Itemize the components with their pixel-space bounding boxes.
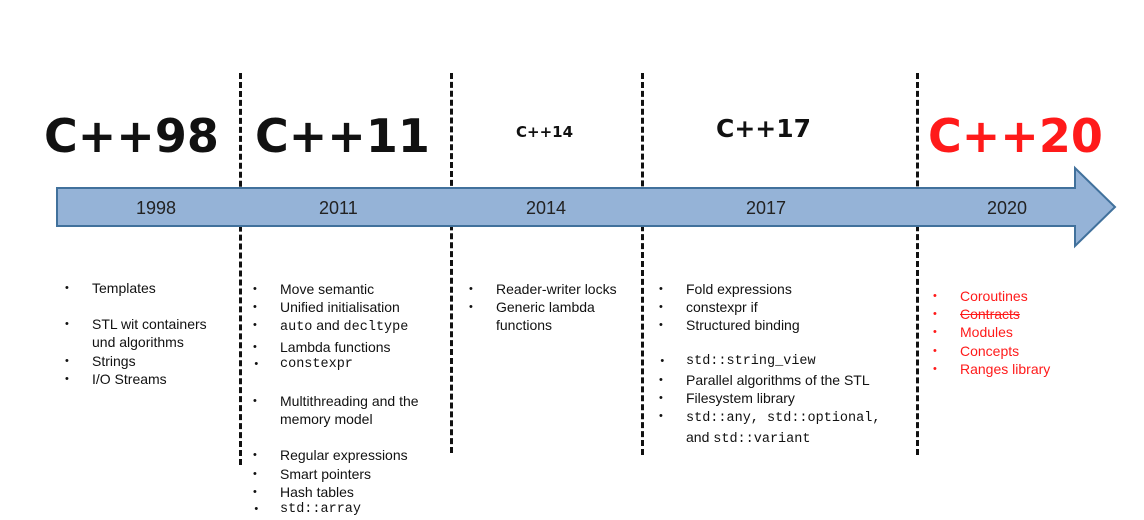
feature-item: Unified initialisation xyxy=(250,298,445,316)
feature-text: and xyxy=(316,317,340,334)
separator-2011-2014 xyxy=(450,73,453,453)
feature-item: Ranges library xyxy=(930,360,1110,378)
feature-item: Modules xyxy=(930,323,1110,341)
feature-item-struck: Contracts xyxy=(930,305,1110,323)
feature-text: Multithreading and the xyxy=(280,393,419,410)
feature-code: std::variant xyxy=(713,432,811,448)
era-title-cpp11: C++11 xyxy=(255,109,430,163)
feature-item: std::string_view xyxy=(656,353,911,371)
era-title-cpp20: C++20 xyxy=(928,109,1103,163)
feature-item: I/O Streams xyxy=(62,370,237,388)
feature-item: constexpr xyxy=(250,356,445,374)
separator-2014-2017 xyxy=(641,73,644,455)
feature-code: std::any, std::optional, xyxy=(686,411,881,427)
features-cpp14: Reader-writer locks Generic lambdafuncti… xyxy=(466,280,638,335)
feature-code: decltype xyxy=(343,320,409,336)
year-label-2014: 2014 xyxy=(526,198,567,218)
feature-item: Move semantic xyxy=(250,280,445,298)
year-label-2017: 2017 xyxy=(746,198,787,218)
year-label-2020: 2020 xyxy=(987,198,1028,218)
feature-text: memory model xyxy=(280,411,373,428)
feature-text: STL wit containers xyxy=(92,316,207,333)
timeline-arrow-shape xyxy=(56,165,1117,249)
separator-2017-2020 xyxy=(916,73,919,455)
feature-item: Strings xyxy=(62,352,237,370)
feature-item: Fold expressions xyxy=(656,280,911,298)
feature-item: Smart pointers xyxy=(250,465,445,483)
feature-text: functions xyxy=(496,317,553,334)
feature-item: std::any, std::optional,and std::variant xyxy=(656,407,911,449)
features-cpp20: Coroutines Contracts Modules Concepts Ra… xyxy=(930,287,1110,378)
feature-item: Reader-writer locks xyxy=(466,280,638,298)
era-title-cpp17: C++17 xyxy=(716,114,812,143)
feature-text: und algorithms xyxy=(92,334,184,351)
year-label-1998: 1998 xyxy=(136,198,177,218)
feature-item: Concepts xyxy=(930,342,1110,360)
feature-item: Structured binding xyxy=(656,316,911,334)
feature-item: Parallel algorithms of the STL xyxy=(656,371,911,389)
year-label-2011: 2011 xyxy=(319,198,358,218)
separator-1998-2011 xyxy=(239,73,242,465)
era-title-cpp14: C++14 xyxy=(516,123,574,141)
feature-item: Filesystem library xyxy=(656,389,911,407)
feature-text: Generic lambda xyxy=(496,299,595,316)
feature-item: std::array xyxy=(250,501,445,519)
feature-item: Coroutines xyxy=(930,287,1110,305)
feature-item: Lambda functions xyxy=(250,338,445,356)
feature-item: Regular expressions xyxy=(250,446,445,464)
era-title-cpp98: C++98 xyxy=(44,109,219,163)
feature-item: Templates xyxy=(62,279,237,297)
feature-item: Hash tables xyxy=(250,483,445,501)
features-cpp11: Move semantic Unified initialisation aut… xyxy=(250,280,445,519)
feature-item: constexpr if xyxy=(656,298,911,316)
feature-code: auto xyxy=(280,320,313,336)
features-cpp17: Fold expressions constexpr if Structured… xyxy=(656,280,911,450)
feature-text: and xyxy=(686,429,710,446)
feature-item: auto and decltype xyxy=(250,316,445,337)
